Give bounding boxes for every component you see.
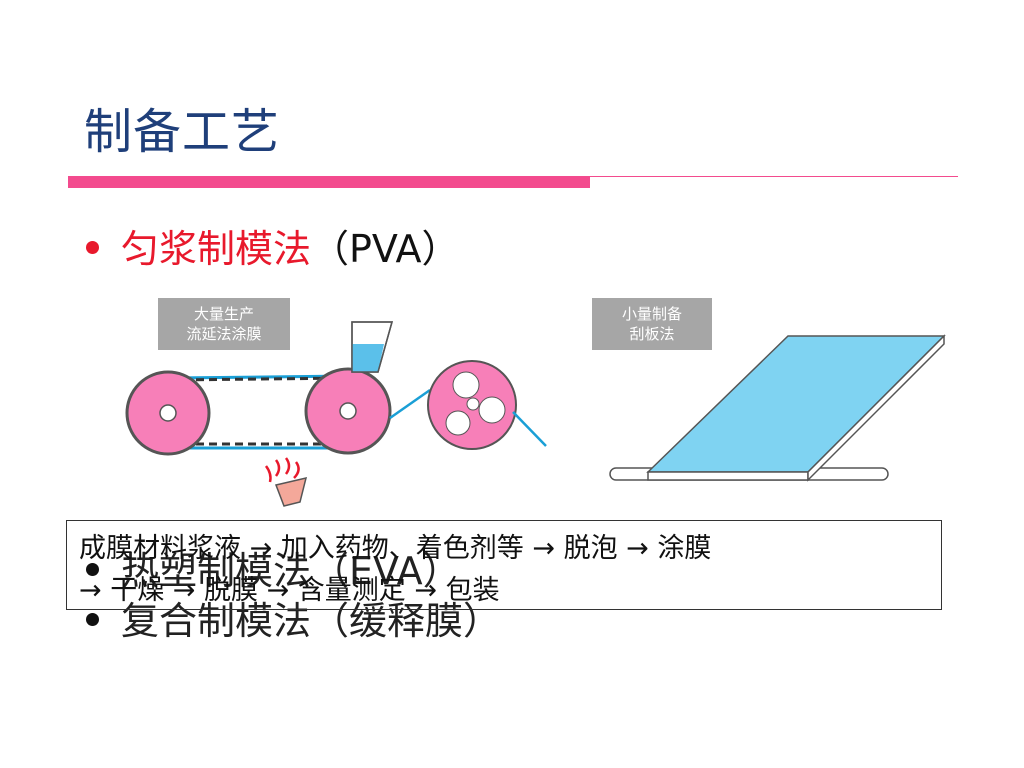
title-underline-line (590, 176, 958, 177)
hopper-liquid (352, 344, 384, 372)
process-flow-line-2: → 干燥 → 脱膜 → 含量测定 → 包装 (79, 575, 500, 606)
left-roller-axle (159, 404, 177, 422)
bullet-label: 复合制模法 (121, 599, 312, 643)
exit-film-line (512, 411, 547, 447)
bullet-paren: （EVA） (311, 549, 461, 593)
middle-roller-axle (339, 402, 357, 420)
process-flow-box: 成膜材料浆液 → 加入药物、着色剂等 → 脱泡 → 涂膜 → 干燥 → 脱膜 →… (66, 520, 942, 610)
bullet-dot-icon (86, 563, 99, 576)
glass-plate-film (646, 335, 946, 473)
mass-production-label: 大量生产 流延法涂膜 (158, 298, 290, 350)
bullet-paren: （缓释膜） (311, 599, 502, 643)
heat-wave-icon (274, 459, 281, 477)
bullet-hot-melt-method: 热塑制模法（EVA） (86, 552, 461, 590)
belt-top-dashed (169, 376, 353, 382)
bullet-composite-method: 复合制模法（缓释膜） (86, 602, 501, 640)
film-line (389, 388, 431, 420)
belt-top-line (171, 374, 351, 380)
bullet-homogenate-method: 匀浆制模法（PVA） (86, 230, 460, 268)
bullet-dot-icon (86, 241, 99, 254)
bullet-paren: （PVA） (311, 227, 460, 271)
slide-title: 制备工艺 (84, 104, 281, 160)
bullet-dot-icon (86, 613, 99, 626)
bullet-label: 匀浆制模法 (121, 227, 312, 271)
process-flow-line-1: 成膜材料浆液 → 加入药物、着色剂等 → 脱泡 → 涂膜 (79, 533, 712, 564)
title-underline-bar (68, 176, 590, 188)
bullet-label: 热塑制模法 (121, 549, 312, 593)
small-scale-label: 小量制备 刮板法 (592, 298, 712, 350)
heater-icon (274, 476, 308, 507)
